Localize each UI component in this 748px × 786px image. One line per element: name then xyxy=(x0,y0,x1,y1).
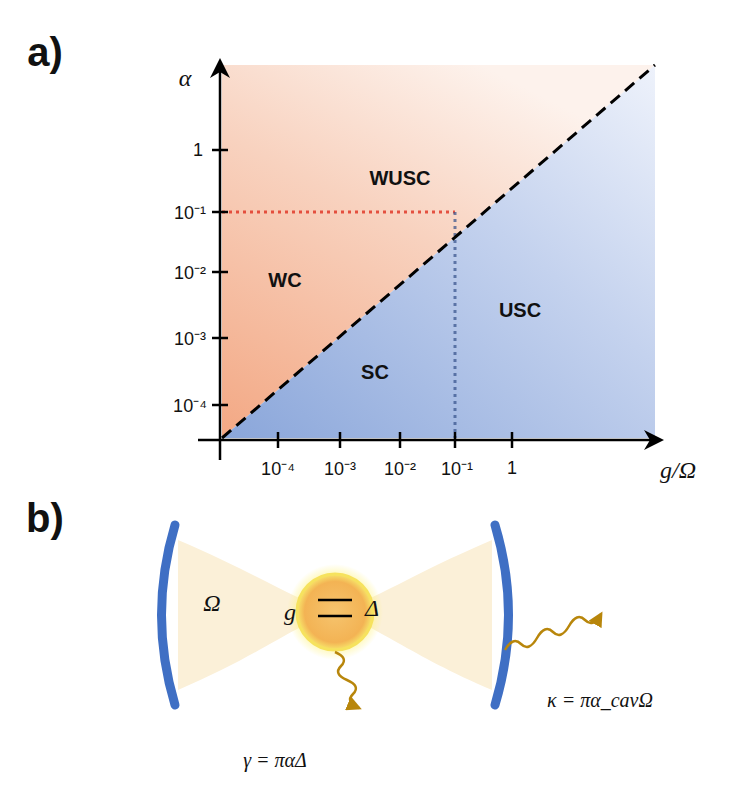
region-label: SC xyxy=(361,361,389,384)
atom-loss-label: γ = παΔ xyxy=(243,749,307,772)
tick-label: 10⁻³ xyxy=(324,456,356,480)
tick-label: 10⁻² xyxy=(174,260,206,284)
region-label: WC xyxy=(268,269,301,292)
cavity-loss-label: κ = πα_cavΩ xyxy=(547,689,653,712)
coupling-label: g xyxy=(284,599,296,626)
region-label: USC xyxy=(499,299,541,322)
axis-label: g/Ω xyxy=(660,457,696,484)
tick-label: 1 xyxy=(193,140,203,161)
tick-label: 10⁻⁴ xyxy=(173,393,207,417)
tick-label: 10⁻¹ xyxy=(174,200,206,224)
tick-label: 10⁻² xyxy=(384,456,416,480)
tick-label: 10⁻¹ xyxy=(441,456,473,480)
tick-label: 1 xyxy=(507,458,517,479)
tick-label: 10⁻³ xyxy=(174,326,206,350)
axis-label: α xyxy=(179,65,192,92)
splitting-label: Δ xyxy=(365,595,379,622)
cavity-frequency: Ω xyxy=(203,590,220,617)
panel-label: b) xyxy=(26,496,64,541)
panel-label: a) xyxy=(27,30,63,75)
region-label: WUSC xyxy=(369,167,430,190)
tick-label: 10⁻⁴ xyxy=(261,456,295,480)
